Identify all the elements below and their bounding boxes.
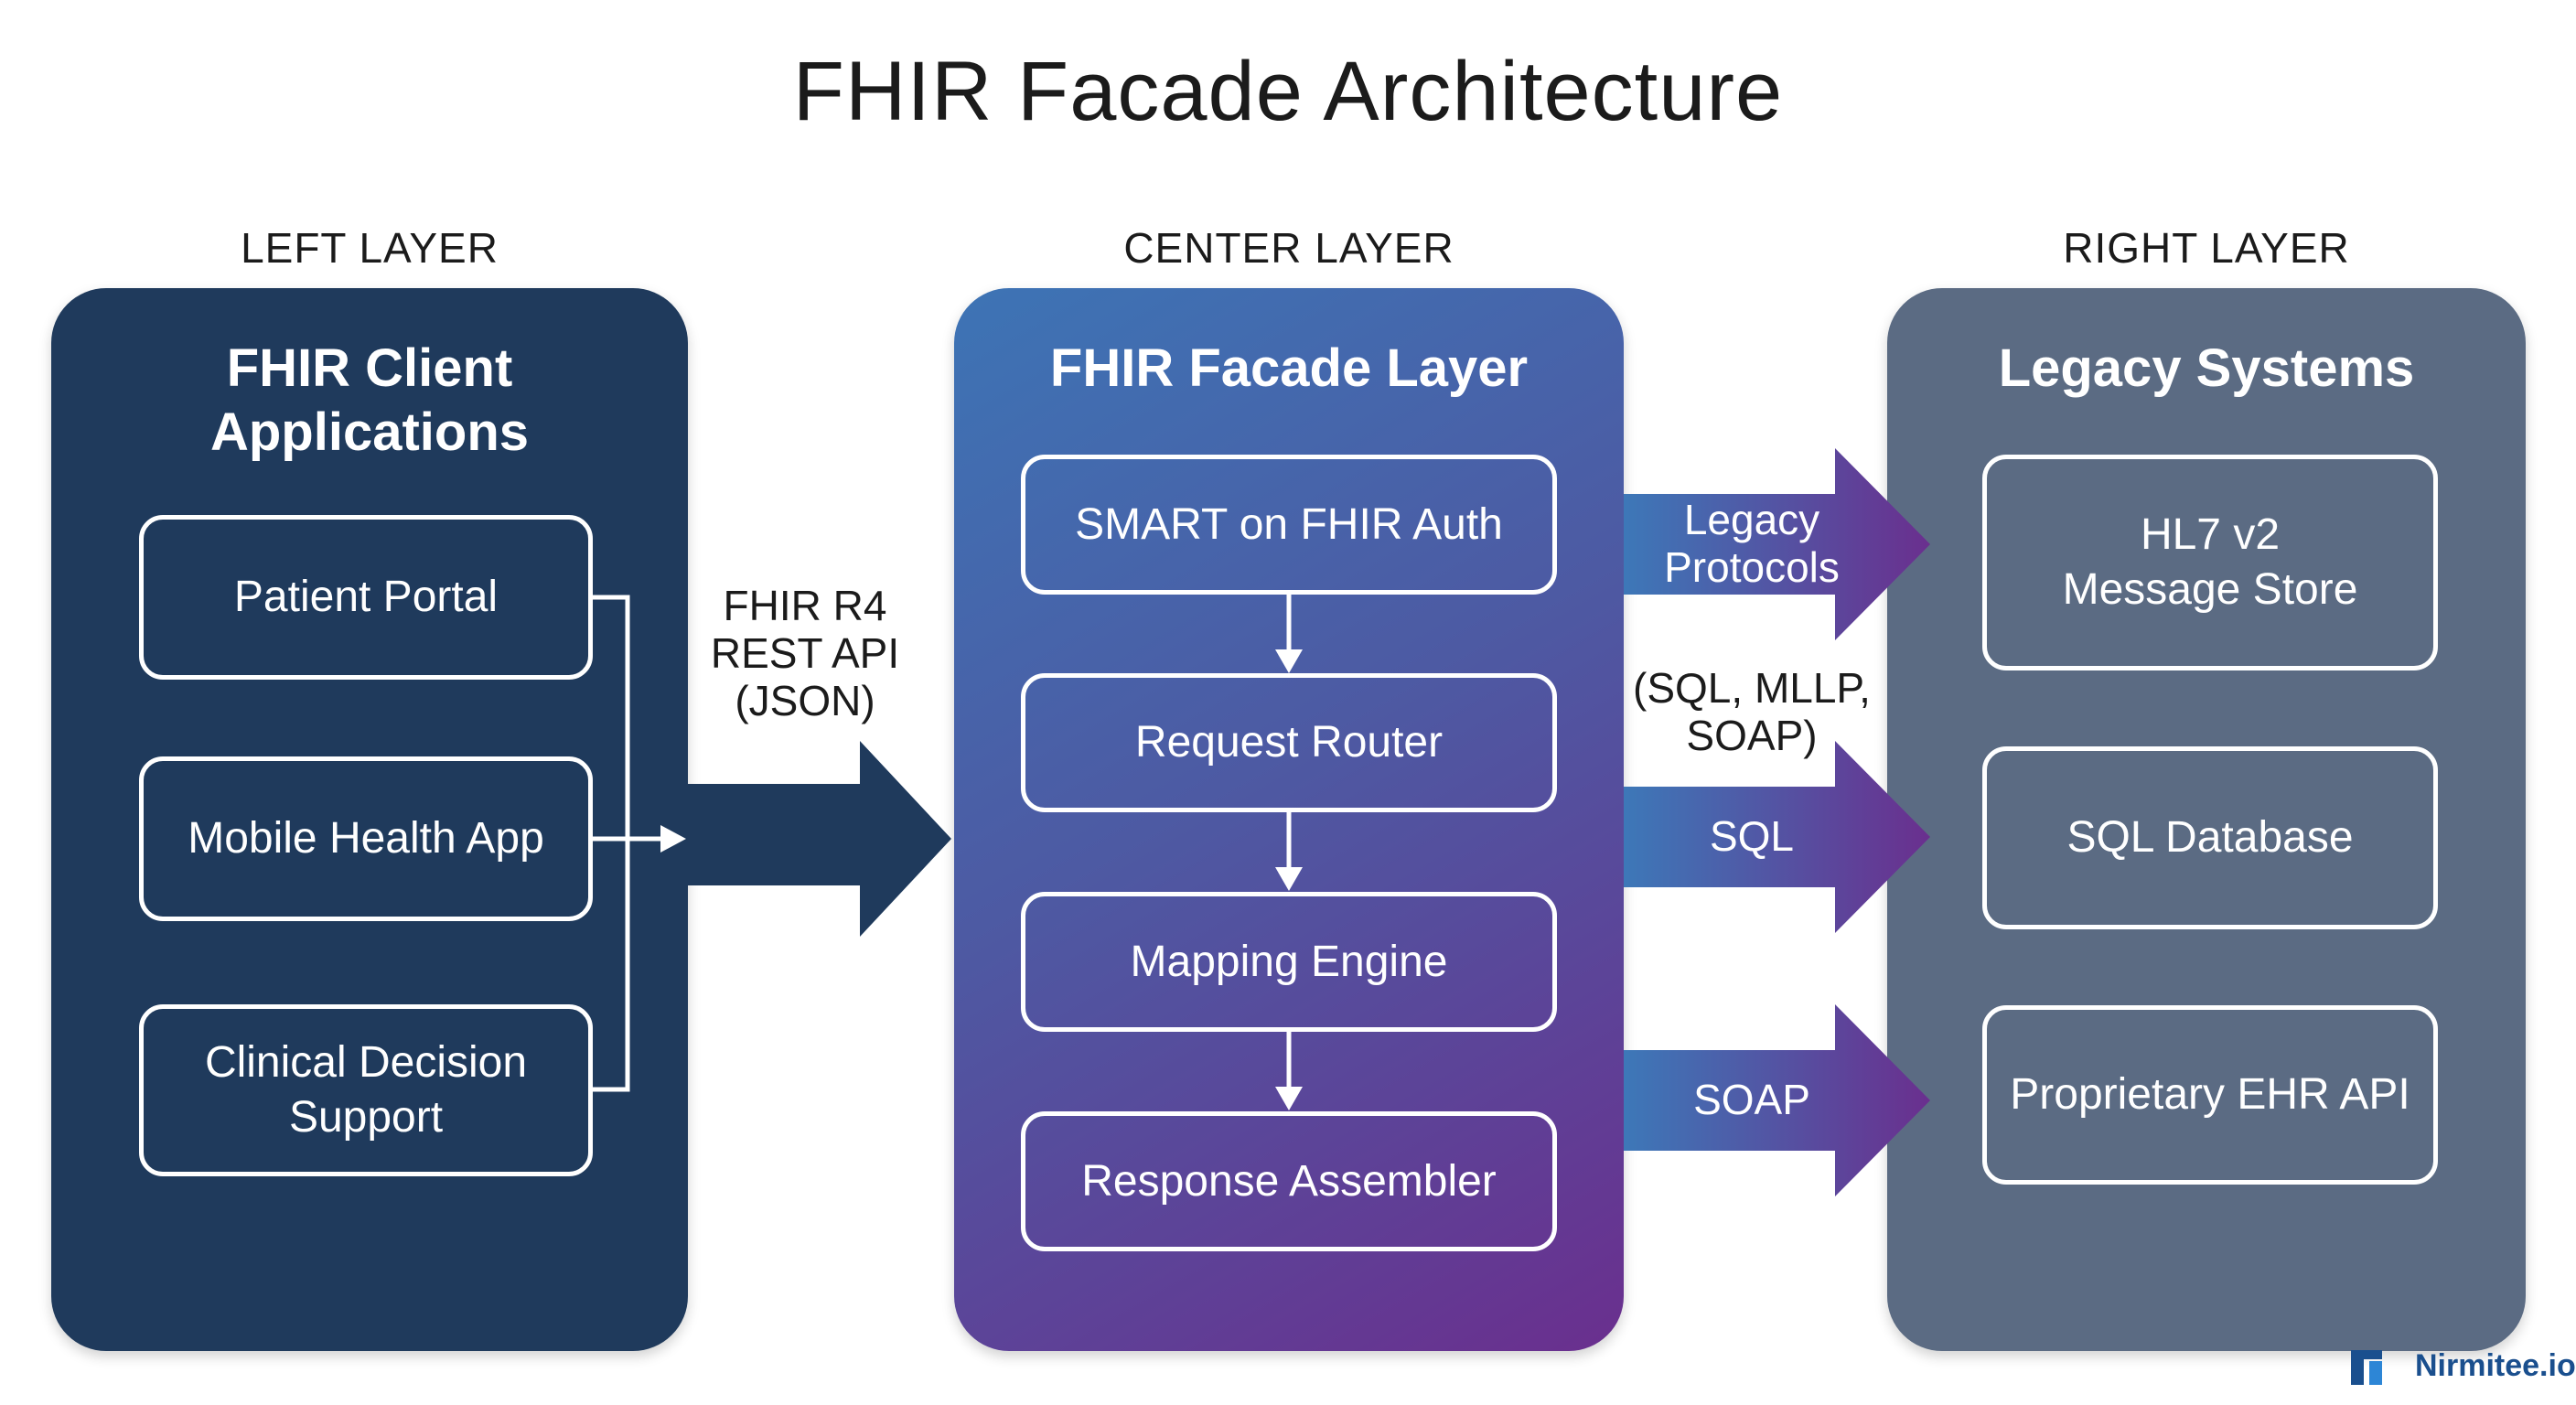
- client-title-line-1: FHIR Client: [226, 338, 513, 398]
- bracket-arrow-head: [660, 825, 686, 853]
- right-layer-label: RIGHT LAYER: [2063, 224, 2350, 272]
- mapping-engine-label: Mapping Engine: [1130, 937, 1448, 986]
- soap-label: SOAP: [1693, 1076, 1810, 1123]
- hl7-label-line-2: Message Store: [2062, 565, 2358, 614]
- hl7-label-line-1: HL7 v2: [2140, 510, 2281, 559]
- legacy-protocols-label-line-2: Protocols: [1664, 543, 1840, 591]
- auth-to-router-head: [1275, 649, 1303, 673]
- hl7-message-store-box: HL7 v2 Message Store: [1982, 455, 2438, 670]
- sql-label: SQL: [1709, 812, 1795, 860]
- proprietary-ehr-api-box: Proprietary EHR API: [1982, 1005, 2438, 1185]
- fhir-api-label-line-1: FHIR R4: [723, 582, 887, 629]
- legacy-note-line-2: SOAP): [1686, 712, 1818, 759]
- clinical-decision-label-line-1: Clinical Decision: [204, 1038, 528, 1087]
- center-layer-label: CENTER LAYER: [1123, 224, 1454, 272]
- proprietary-ehr-api-label: Proprietary EHR API: [2010, 1070, 2410, 1119]
- brand-name: Nirmitee.io: [2415, 1348, 2576, 1383]
- legacy-systems-title: Legacy Systems: [1998, 338, 2415, 398]
- router-to-mapping-head: [1275, 867, 1303, 891]
- smart-on-fhir-auth-label: SMART on FHIR Auth: [1075, 499, 1503, 549]
- diagram-title: FHIR Facade Architecture: [792, 45, 1784, 138]
- legacy-protocols-arrow: [1624, 448, 1930, 640]
- fhir-api-label: FHIR R4 REST API (JSON): [695, 582, 915, 724]
- legacy-protocols-note: (SQL, MLLP, SOAP): [1624, 664, 1880, 759]
- fhir-api-label-line-3: (JSON): [735, 677, 875, 724]
- smart-on-fhir-auth-box: SMART on FHIR Auth: [1021, 455, 1557, 595]
- facade-layer-title: FHIR Facade Layer: [1049, 338, 1529, 398]
- fhir-api-label-line-2: REST API: [710, 629, 900, 677]
- left-layer-label: LEFT LAYER: [241, 224, 499, 272]
- request-router-box: Request Router: [1021, 673, 1557, 812]
- mobile-health-app-box: Mobile Health App: [139, 756, 593, 921]
- mobile-health-app-label: Mobile Health App: [188, 814, 544, 863]
- legacy-protocols-label: Legacy Protocols: [1624, 496, 1880, 591]
- legacy-protocols-label-line-1: Legacy: [1683, 496, 1820, 543]
- patient-portal-box: Patient Portal: [139, 515, 593, 680]
- request-router-label: Request Router: [1134, 718, 1444, 767]
- client-title-line-2: Applications: [209, 402, 530, 462]
- clinical-decision-support-box: Clinical Decision Support: [139, 1004, 593, 1176]
- client-applications-title: FHIR Client Applications: [51, 337, 688, 465]
- sql-database-box: SQL Database: [1982, 746, 2438, 929]
- nirmitee-logo-icon: [2351, 1350, 2382, 1385]
- sql-arrow: [1624, 741, 1930, 933]
- response-assembler-label: Response Assembler: [1081, 1156, 1497, 1206]
- sql-database-label: SQL Database: [2066, 813, 2354, 862]
- clinical-decision-label-line-2: Support: [288, 1093, 444, 1142]
- client-bracket: [593, 595, 630, 1092]
- mapping-engine-box: Mapping Engine: [1021, 892, 1557, 1032]
- patient-portal-label: Patient Portal: [233, 573, 499, 621]
- legacy-note-line-1: (SQL, MLLP,: [1633, 664, 1871, 712]
- mapping-to-assembler-head: [1275, 1087, 1303, 1110]
- response-assembler-box: Response Assembler: [1021, 1111, 1557, 1251]
- soap-arrow: [1624, 1004, 1930, 1196]
- fhir-api-arrow: [688, 741, 951, 937]
